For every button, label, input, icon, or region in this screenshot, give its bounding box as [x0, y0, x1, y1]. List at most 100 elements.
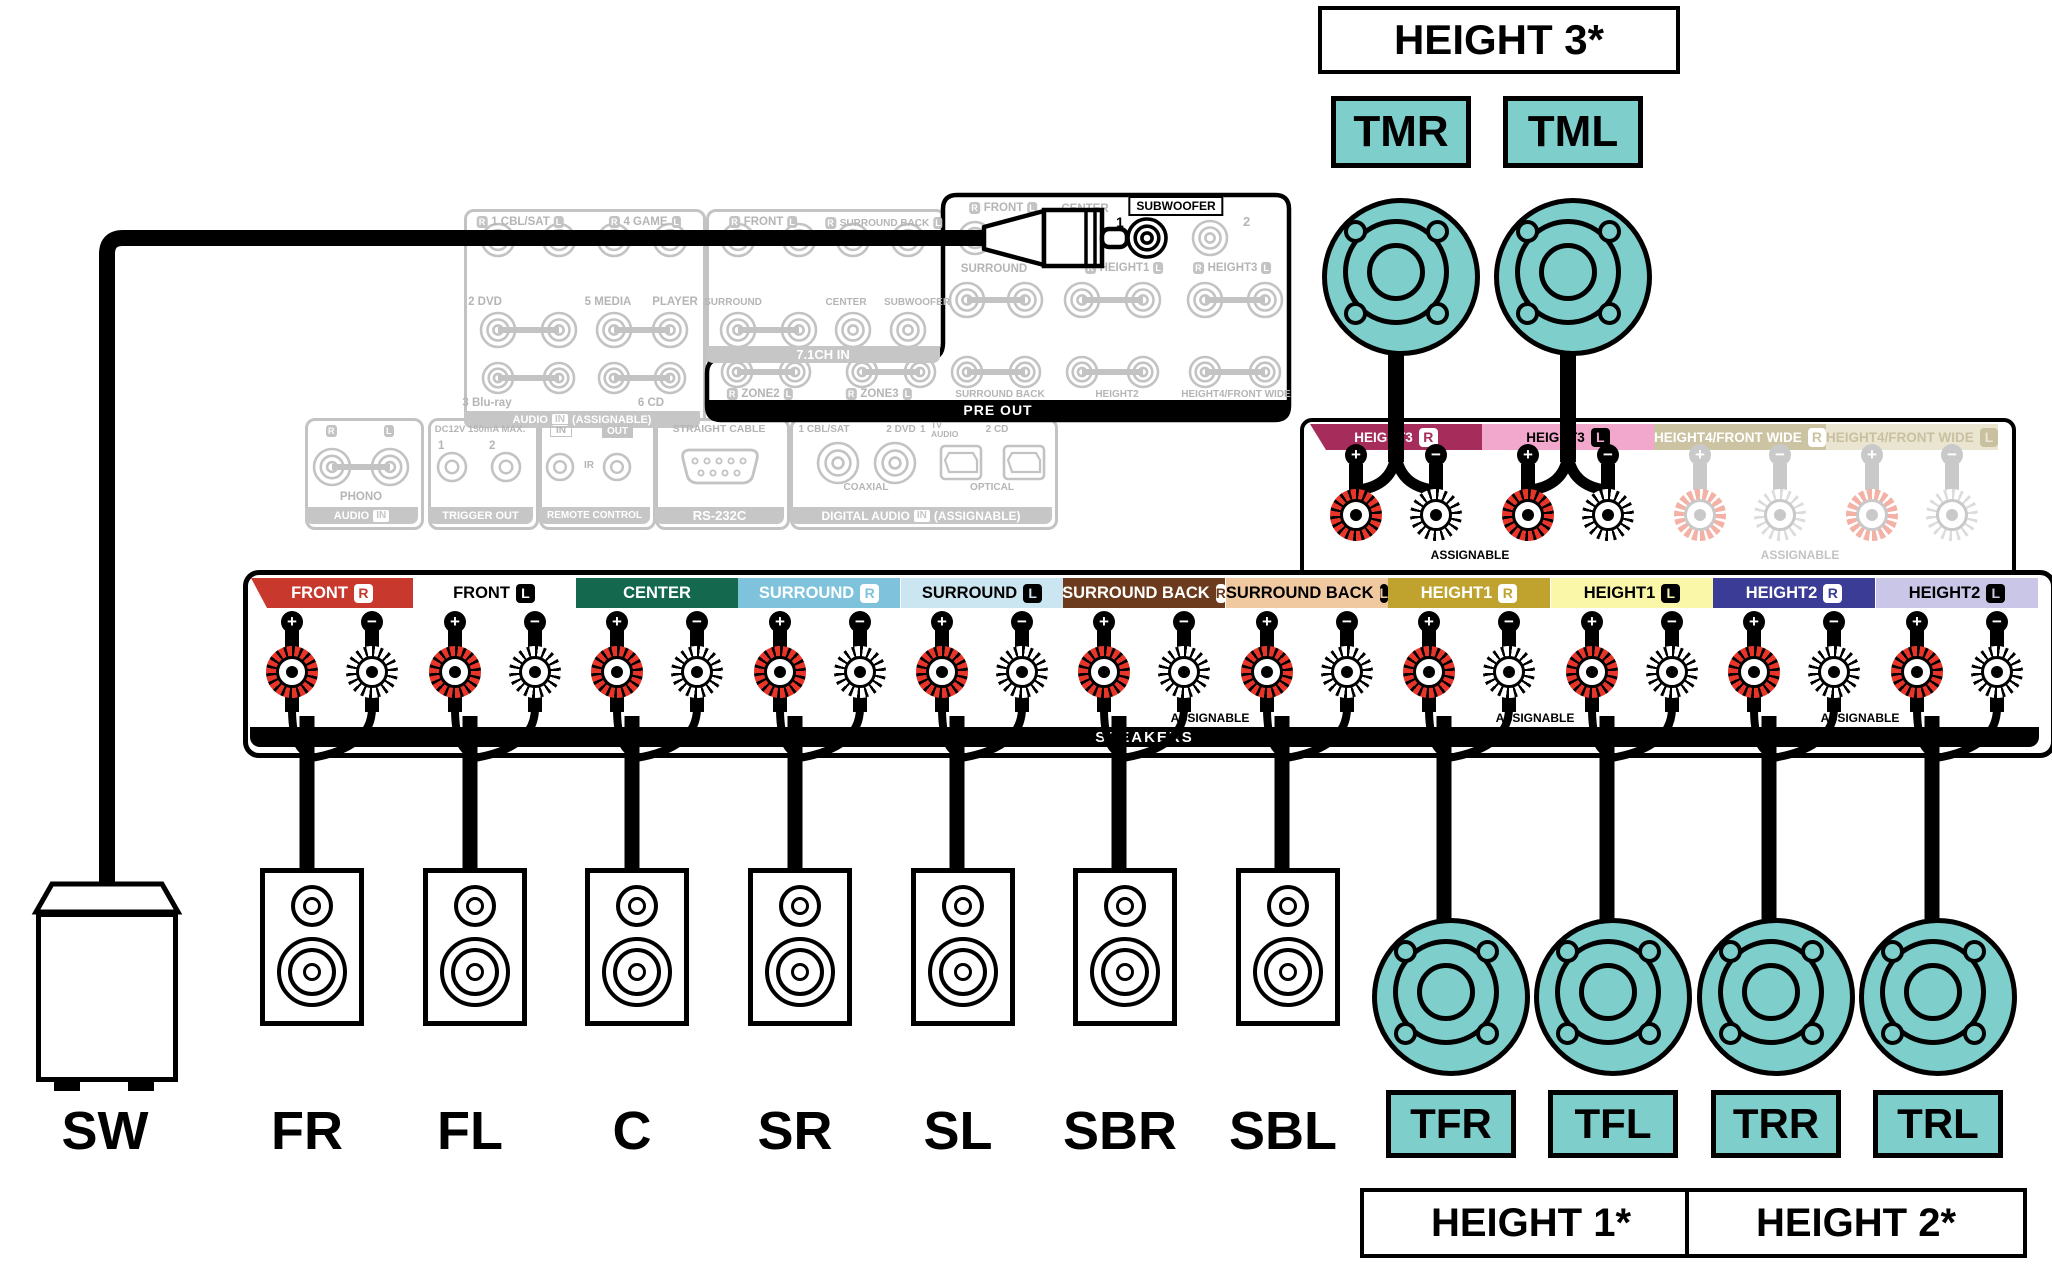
r-badge: R	[1193, 262, 1204, 274]
rca-jack-link	[1205, 297, 1265, 303]
terminal-label-text: HEIGHT1	[1420, 583, 1493, 602]
post-tab	[935, 696, 949, 712]
polarity-plus-icon: +	[1517, 444, 1539, 466]
polarity-minus-icon: −	[1011, 611, 1033, 633]
speaker-screw	[1515, 301, 1539, 325]
speaker-screw	[1800, 939, 1824, 963]
preout-label-height2: HEIGHT2	[1095, 389, 1139, 400]
binding-post-minus	[1483, 646, 1535, 698]
preout-label-front: R FRONT L	[969, 202, 1037, 214]
height-speaker	[1322, 198, 1480, 356]
db9-pin	[697, 469, 705, 477]
r-badge: R	[726, 388, 738, 400]
height-speaker-label-tfl: TFL	[1548, 1090, 1678, 1158]
rca-jack	[793, 324, 805, 336]
digital-tv-number: 1	[920, 424, 926, 435]
rca-jack	[961, 366, 973, 378]
post-tab	[1429, 464, 1443, 491]
rca-jack-link	[862, 369, 920, 375]
channel-badge: L	[515, 583, 535, 603]
height-speaker	[1372, 918, 1530, 1076]
post-tab	[528, 630, 542, 648]
optical-label: OPTICAL	[970, 482, 1014, 493]
post-inner	[764, 656, 796, 688]
post-inner	[519, 656, 551, 688]
channel-badge: R	[1418, 427, 1438, 447]
channel-badge: R	[1215, 583, 1226, 603]
post-tab	[1015, 630, 1029, 648]
post-tab	[1747, 630, 1761, 648]
speaker-ring	[1393, 939, 1499, 1045]
binding-post-plus	[429, 646, 481, 698]
rca-jack	[1006, 281, 1044, 319]
optical-connector	[1006, 451, 1042, 474]
optical-connector	[939, 444, 983, 481]
height-speaker-label-tml: TML	[1503, 96, 1643, 168]
rca-jack	[370, 447, 410, 487]
tweeter-dome	[954, 897, 972, 915]
rca-jack-link	[1082, 297, 1143, 303]
subwoofer-jack1-number: 1	[1116, 214, 1124, 230]
speaker-cone	[1742, 963, 1800, 1021]
post-tab	[1990, 696, 2004, 712]
rca-jack	[847, 324, 859, 336]
r-badge: R	[476, 216, 488, 228]
post-tab	[610, 630, 624, 648]
polarity-plus-icon: +	[1906, 611, 1928, 633]
digital-cblsat-label: 1 CBL/SAT	[798, 424, 850, 435]
channel-badge: R	[1498, 583, 1518, 603]
post-hole	[529, 666, 541, 678]
post-hole	[1261, 666, 1273, 678]
post-inner	[1088, 656, 1120, 688]
speaker-name-sbl: SBL	[1229, 1101, 1337, 1161]
rca-jack	[325, 460, 339, 474]
rca-jack	[1137, 366, 1149, 378]
tv-label-line2: AUDIO	[931, 429, 959, 439]
binding-post-plus	[1502, 489, 1554, 541]
speaker-wire	[1599, 716, 1615, 942]
polarity-minus-icon: −	[524, 611, 546, 633]
rca-jack	[479, 311, 517, 349]
l-badge: L	[933, 217, 943, 229]
post-tab	[1990, 630, 2004, 648]
rca-jack	[548, 367, 570, 389]
binding-post-minus	[1321, 646, 1373, 698]
speaker-ring	[1880, 939, 1986, 1045]
rca-jack	[1259, 366, 1271, 378]
panel-label-text: 4 GAME	[623, 216, 668, 228]
rca-jack	[492, 324, 504, 336]
post-tab	[1665, 630, 1679, 648]
rca-jack-link	[967, 369, 1025, 375]
post-tab	[1665, 696, 1679, 712]
panel-label-text: HEIGHT3	[1207, 262, 1258, 274]
post-tab	[1601, 464, 1615, 491]
speaker-ring	[1555, 939, 1661, 1045]
polarity-plus-icon: +	[281, 611, 303, 633]
post-inner	[276, 656, 308, 688]
speaker-wire	[632, 704, 701, 762]
speaker-name-sbr: SBR	[1062, 1101, 1177, 1161]
speaker-screw	[1880, 1021, 1904, 1045]
height-speaker-label-trr: TRR	[1711, 1090, 1841, 1158]
rca-jack	[540, 311, 578, 349]
binding-post-minus	[1410, 489, 1462, 541]
speaker-wire	[1750, 704, 1771, 756]
tweeter	[454, 885, 496, 927]
panel-label-media: 5 MEDIA	[584, 296, 632, 308]
speaker-wire	[795, 704, 864, 762]
binding-post-plus	[754, 646, 806, 698]
tweeter-dome	[628, 897, 646, 915]
polarity-plus-icon: +	[1861, 444, 1883, 466]
terminal-label-text: CENTER	[623, 583, 691, 602]
post-tab	[1585, 696, 1599, 712]
terminal-label-text: HEIGHT1	[1583, 583, 1656, 602]
rca-jack	[1076, 294, 1088, 306]
rca-jack	[914, 366, 926, 378]
rca-jack	[595, 311, 633, 349]
binding-post-minus	[1646, 646, 1698, 698]
preout-label-surround-back: SURROUND BACK	[955, 389, 1045, 400]
binding-post-plus	[1891, 646, 1943, 698]
